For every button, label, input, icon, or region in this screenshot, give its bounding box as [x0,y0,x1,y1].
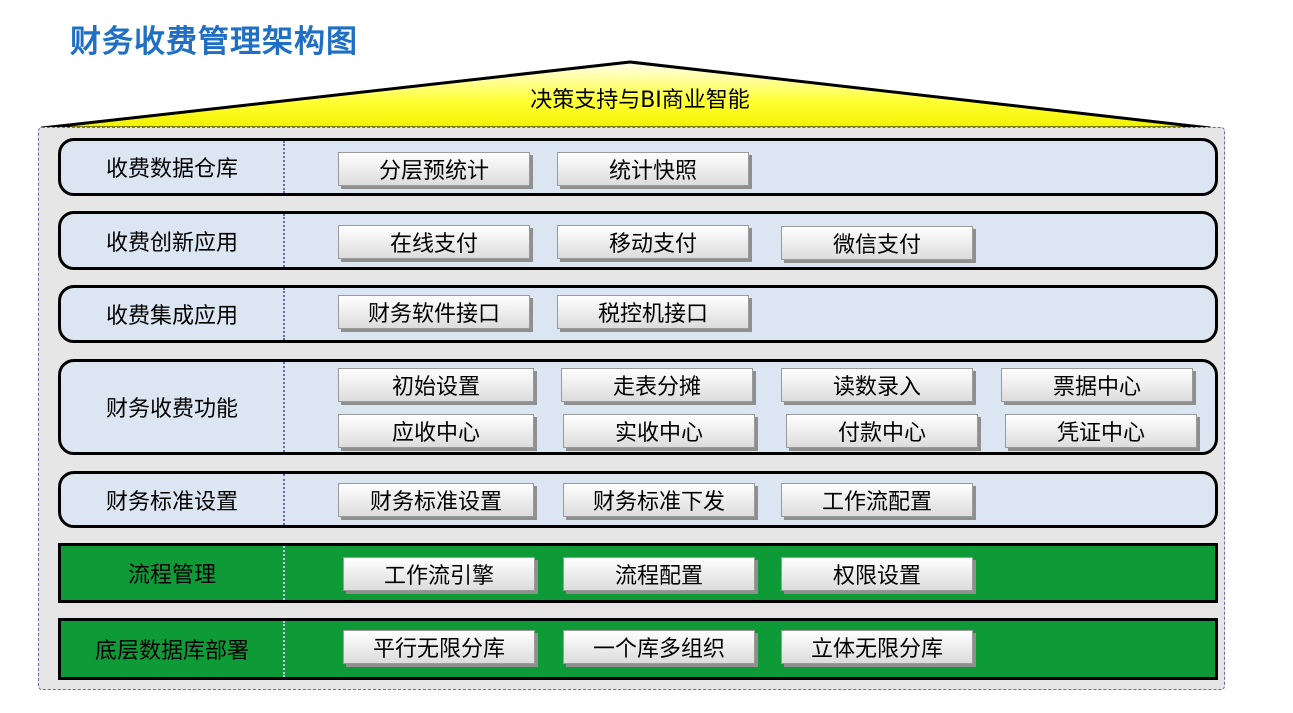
module-chip: 读数录入 [781,368,973,402]
module-chip: 财务软件接口 [338,295,530,329]
module-chip: 工作流引擎 [343,557,535,591]
module-chip: 统计快照 [557,152,749,186]
layer-label: 财务标准设置 [61,474,285,525]
module-chip: 流程配置 [563,557,755,591]
layer-label: 财务收费功能 [61,362,285,452]
module-chip: 移动支付 [557,225,749,259]
module-chip: 平行无限分库 [343,630,535,664]
layer-innovation-apps: 收费创新应用 [58,211,1218,270]
layer-label: 流程管理 [61,546,285,600]
module-chip: 财务标准下发 [563,483,755,517]
module-chip: 工作流配置 [781,483,973,517]
module-chip: 在线支付 [338,225,530,259]
module-chip: 税控机接口 [557,295,749,329]
layer-label: 收费集成应用 [61,288,285,340]
module-chip: 财务标准设置 [338,483,534,517]
module-chip: 应收中心 [338,414,534,448]
module-chip: 实收中心 [563,414,755,448]
module-chip: 凭证中心 [1005,414,1197,448]
module-chip: 初始设置 [338,368,534,402]
module-chip: 权限设置 [781,557,973,591]
module-chip: 一个库多组织 [563,630,755,664]
roof-shape [40,60,1212,130]
layer-standard-settings: 财务标准设置 [58,471,1218,528]
module-chip: 票据中心 [1001,368,1193,402]
layer-label: 收费创新应用 [61,214,285,267]
module-chip: 立体无限分库 [781,630,973,664]
module-chip: 分层预统计 [338,152,530,186]
module-chip: 走表分摊 [561,368,753,402]
module-chip: 付款中心 [786,414,978,448]
page-title: 财务收费管理架构图 [70,24,358,60]
layer-label: 收费数据仓库 [61,141,285,193]
module-chip: 微信支付 [781,226,973,260]
layer-label: 底层数据库部署 [61,621,285,677]
roof-label: 决策支持与BI商业智能 [530,88,750,113]
